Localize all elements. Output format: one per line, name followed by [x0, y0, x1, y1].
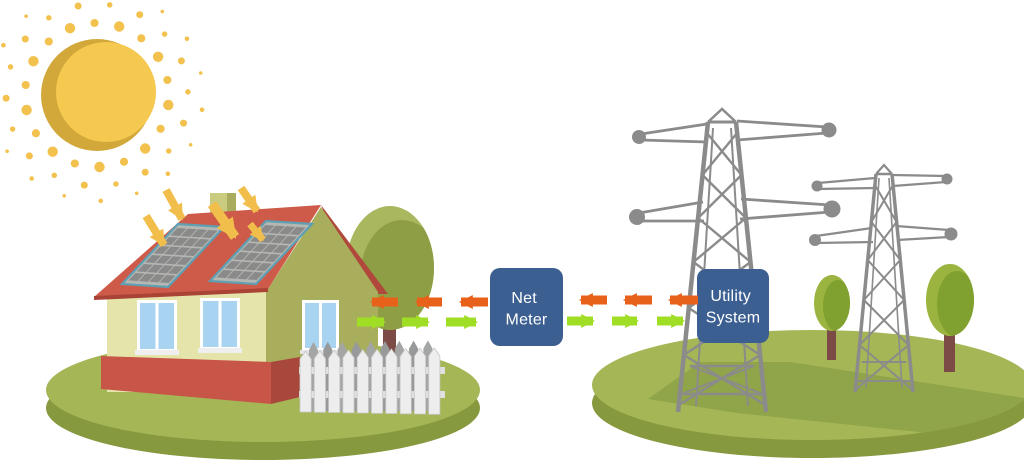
roof-eave: [93, 288, 269, 300]
front-window: [198, 298, 242, 353]
sunlight-arrows: [142, 185, 266, 248]
transmission-tower-icon: [809, 163, 958, 393]
tree-trunk: [944, 330, 955, 372]
house-base-side: [271, 357, 300, 404]
sunlight-arrow-icon: [237, 185, 261, 214]
sunlight-arrow-icon: [142, 213, 168, 248]
sunlight-arrow-icon: [162, 188, 186, 221]
flow-from-grid: [369, 293, 698, 309]
sun-icon: [1, 2, 205, 204]
flow-to-grid: [357, 314, 686, 329]
utility-system-label: Utility System: [706, 288, 761, 327]
picket-fence-icon: [299, 340, 445, 415]
roof-far-slope: [321, 205, 388, 294]
utility-system-node: Utility System: [697, 269, 769, 343]
tree-canopy-shade: [937, 271, 974, 336]
solar-panel-icon: [119, 219, 315, 289]
ground-path: [648, 362, 1024, 440]
utility-ground: [592, 330, 1024, 458]
sun-rays: [1, 2, 205, 204]
tree-trunk: [827, 328, 836, 360]
tree-icon: [926, 264, 974, 372]
tree-canopy-shade: [823, 280, 850, 331]
utility-system-box: [697, 269, 769, 343]
side-window: [300, 300, 341, 354]
front-window: [135, 300, 179, 355]
net-meter-box: [490, 268, 563, 346]
net-meter-node: Net Meter: [490, 268, 563, 346]
tree-icon: [814, 275, 850, 360]
house-icon: [93, 193, 388, 404]
sun-body: [56, 42, 156, 142]
sunlight-arrow-icon: [207, 201, 240, 240]
sunlight-arrow-icon: [247, 221, 266, 243]
net-meter-label: Net Meter: [506, 290, 548, 329]
house-base: [101, 356, 271, 404]
wall-side: [266, 207, 378, 390]
